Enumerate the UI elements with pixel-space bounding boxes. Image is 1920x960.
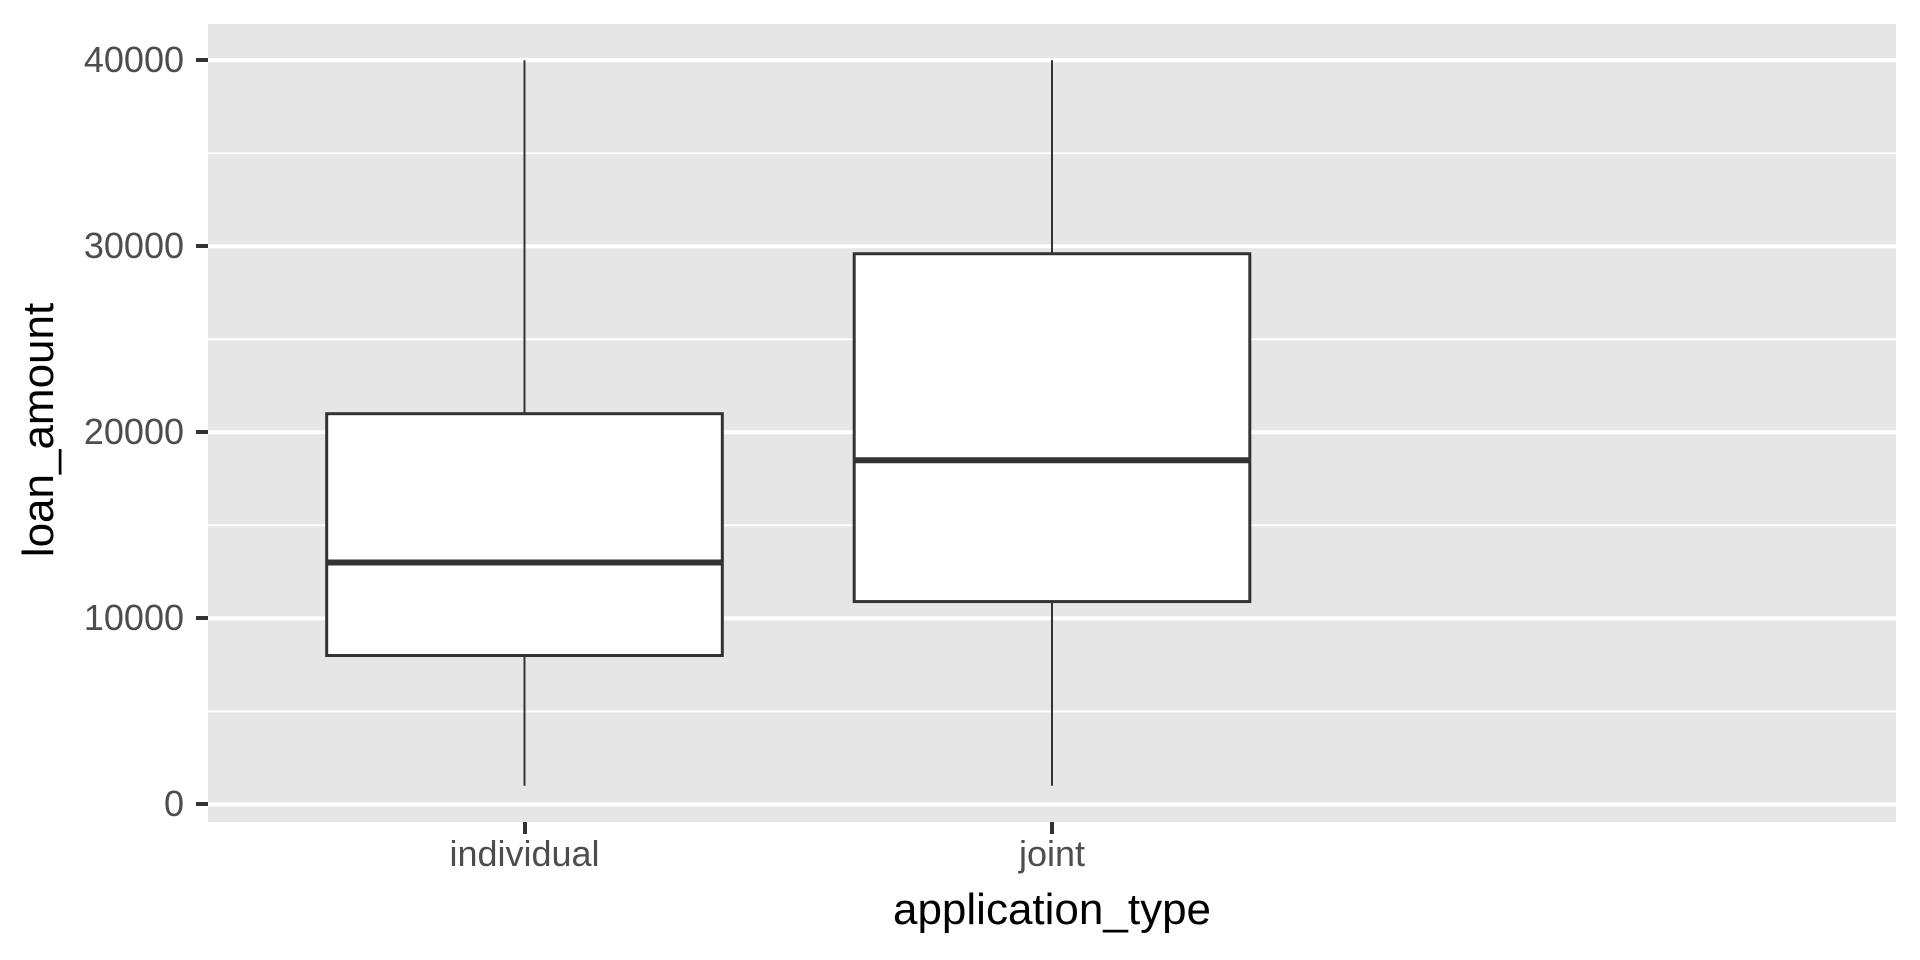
y-axis-tick-mark <box>196 430 208 435</box>
x-axis-tick-mark <box>1050 822 1054 834</box>
plot-panel <box>208 24 1896 822</box>
y-axis-tick-mark <box>196 802 208 807</box>
x-axis-tick-label: joint <box>1018 833 1086 874</box>
y-axis-tick-label: 30000 <box>83 225 184 267</box>
y-axis-tick-mark <box>196 244 208 249</box>
y-axis-tick-label: 0 <box>163 783 184 825</box>
y-axis-tick-mark <box>196 616 208 621</box>
y-axis-tick-label: 20000 <box>83 411 184 453</box>
y-axis-tick-mark <box>196 58 208 63</box>
boxplot-canvas <box>208 24 1896 822</box>
x-axis-tick-label: individual <box>449 833 600 874</box>
iqr-box <box>852 252 1252 604</box>
x-axis-title: application_type <box>892 885 1212 934</box>
y-axis-tick-label: 40000 <box>83 39 184 81</box>
x-axis-tick-mark <box>522 822 527 834</box>
iqr-box <box>325 412 724 658</box>
y-axis-tick-label: 10000 <box>83 597 184 639</box>
